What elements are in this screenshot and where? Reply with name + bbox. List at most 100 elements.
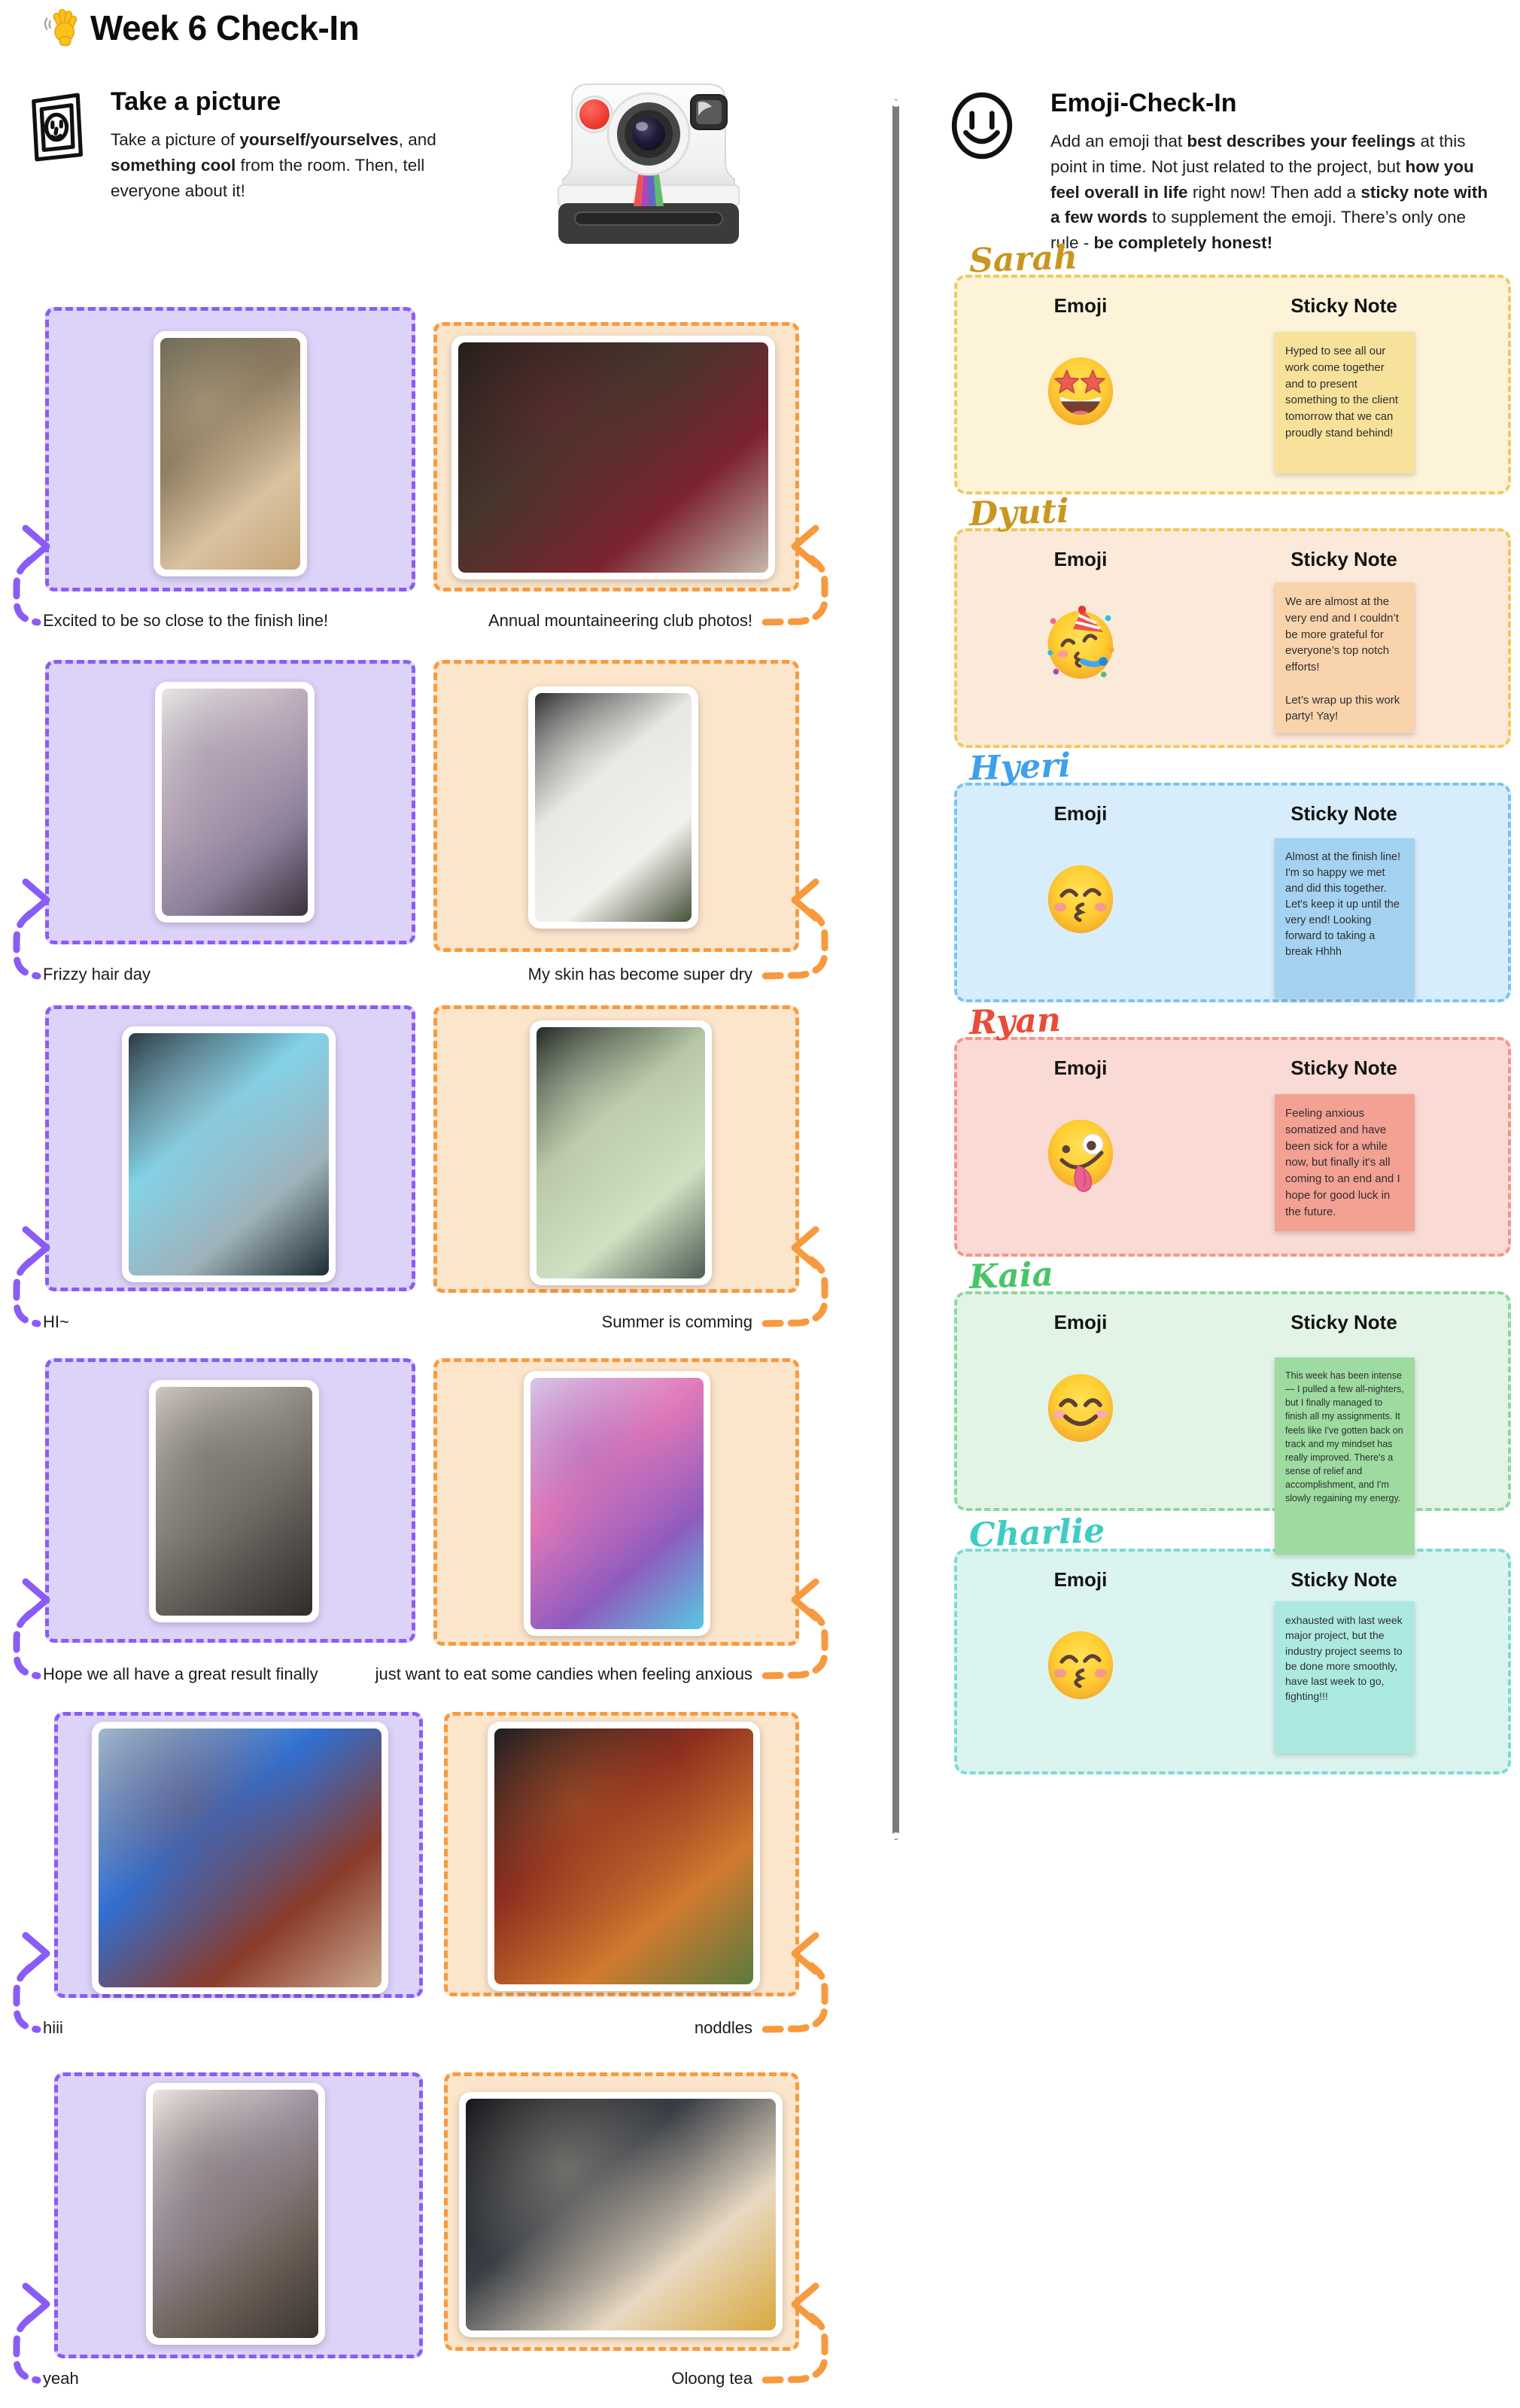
selfie-caption[interactable]: Frizzy hair day bbox=[43, 965, 151, 984]
feeling-emoji[interactable] bbox=[1044, 354, 1117, 427]
caption-connector-arrow-right bbox=[758, 524, 828, 626]
caption-connector-arrow-left bbox=[13, 1932, 50, 2033]
page-title: Week 6 Check-In bbox=[90, 8, 360, 47]
partying-face-emoji-icon bbox=[1047, 605, 1114, 680]
sticky-note[interactable]: exhausted with last week major project, … bbox=[1275, 1601, 1415, 1753]
member-name[interactable]: Hyeri bbox=[968, 746, 1072, 789]
cool-thing-photo bbox=[494, 1728, 753, 1984]
sticky-column-label: Sticky Note bbox=[1290, 548, 1397, 570]
sticky-column-label: Sticky Note bbox=[1290, 1568, 1397, 1591]
photo-card-cool-thing[interactable] bbox=[530, 1020, 712, 1285]
member-name[interactable]: Sarah bbox=[968, 238, 1078, 281]
emoji-check-in-section-header: Emoji-Check-In Add an emoji that best de… bbox=[1050, 89, 1491, 256]
photo-card-cool-thing[interactable] bbox=[488, 1722, 760, 1991]
member-panel[interactable]: Emoji Sticky Note exhausted with last we… bbox=[954, 1549, 1511, 1774]
sticky-column-label: Sticky Note bbox=[1290, 802, 1397, 825]
member-panel[interactable]: Emoji Sticky Note Feeling anxious somati… bbox=[954, 1037, 1511, 1257]
page-header: Week 6 Check-In bbox=[42, 8, 360, 48]
caption-connector-arrow-right bbox=[758, 1226, 828, 1327]
selfie-caption[interactable]: Hope we all have a great result finally bbox=[43, 1665, 318, 1683]
member-section: Ryan Emoji Sticky Note Feeling anxious s… bbox=[954, 1001, 1511, 1257]
member-section: Hyeri Emoji Sticky Note Almost at the fi… bbox=[954, 746, 1511, 1002]
photo-card-cool-thing[interactable] bbox=[528, 686, 698, 929]
member-name[interactable]: Charlie bbox=[968, 1511, 1105, 1555]
sticky-column-label: Sticky Note bbox=[1290, 1057, 1397, 1079]
feeling-emoji[interactable] bbox=[1044, 1371, 1117, 1443]
member-panel[interactable]: Emoji Sticky Note We are almost at the v… bbox=[954, 528, 1511, 748]
member-panel[interactable]: Emoji Sticky Note This week has been int… bbox=[954, 1291, 1511, 1555]
caption-connector-arrow-right bbox=[758, 878, 828, 980]
sticky-note[interactable]: We are almost at the very end and I coul… bbox=[1275, 582, 1415, 733]
selfie-photo bbox=[156, 1387, 312, 1616]
cool-thing-caption[interactable]: just want to eat some candies when feeli… bbox=[375, 1665, 752, 1683]
cool-thing-photo bbox=[466, 2099, 776, 2330]
instant-camera-illustration bbox=[558, 84, 740, 244]
emoji-column-label: Emoji bbox=[1053, 802, 1108, 825]
photo-card-cool-thing[interactable] bbox=[459, 2092, 783, 2337]
selfie-photo bbox=[99, 1728, 382, 1987]
smiley-doodle-icon bbox=[951, 92, 1013, 160]
cool-thing-caption[interactable]: My skin has become super dry bbox=[527, 965, 752, 984]
member-section: Kaia Emoji Sticky Note This week has bee… bbox=[954, 1255, 1511, 1555]
cool-thing-caption[interactable]: Oloong tea bbox=[671, 2369, 752, 2388]
caption-connector-arrow-right bbox=[758, 2282, 828, 2384]
photo-card-cool-thing[interactable] bbox=[524, 1371, 710, 1636]
photo-card-selfie[interactable] bbox=[146, 2083, 325, 2345]
member-name[interactable]: Ryan bbox=[968, 1000, 1062, 1043]
member-section: Sarah Emoji Sticky Note Hyped to see all… bbox=[954, 239, 1511, 494]
caption-connector-arrow-right bbox=[758, 1932, 828, 2033]
member-name[interactable]: Kaia bbox=[968, 1255, 1054, 1297]
cool-thing-photo bbox=[535, 693, 692, 922]
member-panel[interactable]: Emoji Sticky Note Hyped to see all our w… bbox=[954, 275, 1511, 494]
caption-connector-arrow-left bbox=[13, 1226, 50, 1327]
cool-thing-caption[interactable]: noddles bbox=[694, 2018, 752, 2037]
member-panel[interactable]: Emoji Sticky Note Almost at the finish l… bbox=[954, 783, 1511, 1002]
sticky-note[interactable]: Hyped to see all our work come together … bbox=[1275, 332, 1415, 473]
photo-card-selfie[interactable] bbox=[154, 331, 307, 576]
member-section: Dyuti Emoji Sticky Note We are almost at… bbox=[954, 492, 1511, 748]
feeling-emoji[interactable] bbox=[1044, 1117, 1117, 1193]
right-section-title: Emoji-Check-In bbox=[1050, 89, 1237, 117]
photo-card-selfie[interactable] bbox=[149, 1380, 319, 1622]
right-section-description: Add an emoji that best describes your fe… bbox=[1050, 132, 1488, 252]
cool-thing-caption[interactable]: Annual mountaineering club photos! bbox=[488, 611, 752, 630]
left-section-description: Take a picture of yourself/yourselves, a… bbox=[111, 130, 436, 200]
star-struck-emoji-icon bbox=[1047, 357, 1114, 426]
selfie-photo bbox=[160, 338, 300, 570]
caption-connector-arrow-left bbox=[13, 524, 50, 626]
emoji-column-label: Emoji bbox=[1053, 1311, 1108, 1333]
feeling-emoji[interactable] bbox=[1044, 862, 1117, 935]
kissing-closed-eyes-emoji-icon bbox=[1047, 865, 1114, 934]
cool-thing-photo bbox=[530, 1378, 704, 1629]
sticky-column-label: Sticky Note bbox=[1290, 294, 1397, 317]
photo-card-cool-thing[interactable] bbox=[451, 336, 775, 579]
sticky-column-label: Sticky Note bbox=[1290, 1311, 1397, 1333]
emoji-column-label: Emoji bbox=[1053, 294, 1108, 317]
selfie-caption[interactable]: Excited to be so close to the finish lin… bbox=[43, 611, 329, 630]
sticky-note[interactable]: Feeling anxious somatized and have been … bbox=[1275, 1094, 1415, 1231]
photo-card-selfie[interactable] bbox=[92, 1722, 388, 1994]
photo-card-selfie[interactable] bbox=[122, 1026, 336, 1282]
selfie-caption[interactable]: hiii bbox=[43, 2018, 63, 2037]
section-divider bbox=[892, 99, 899, 1840]
feeling-emoji[interactable] bbox=[1044, 1628, 1117, 1701]
emoji-column-label: Emoji bbox=[1053, 548, 1108, 570]
cool-thing-caption[interactable]: Summer is comming bbox=[601, 1312, 752, 1331]
cool-thing-photo bbox=[537, 1027, 705, 1278]
emoji-column-label: Emoji bbox=[1053, 1057, 1108, 1079]
cool-thing-photo bbox=[458, 342, 768, 573]
sticky-note[interactable]: Almost at the finish line! I'm so happy … bbox=[1275, 838, 1415, 998]
caption-connector-arrow-left bbox=[13, 1578, 50, 1680]
selfie-caption[interactable]: HI~ bbox=[43, 1312, 69, 1331]
photo-card-selfie[interactable] bbox=[155, 682, 315, 923]
sticky-note[interactable]: This week has been intense — I pulled a … bbox=[1275, 1358, 1415, 1555]
member-name[interactable]: Dyuti bbox=[968, 491, 1070, 534]
feeling-emoji[interactable] bbox=[1044, 605, 1117, 680]
kissing-closed-eyes-emoji-icon bbox=[1047, 1631, 1114, 1700]
caption-connector-arrow-left bbox=[13, 878, 50, 980]
smiling-blush-emoji-icon bbox=[1047, 1373, 1114, 1443]
selfie-caption[interactable]: yeah bbox=[43, 2369, 79, 2388]
picture-frame-doodle-icon bbox=[32, 93, 83, 162]
waving-hand-icon bbox=[44, 8, 78, 47]
